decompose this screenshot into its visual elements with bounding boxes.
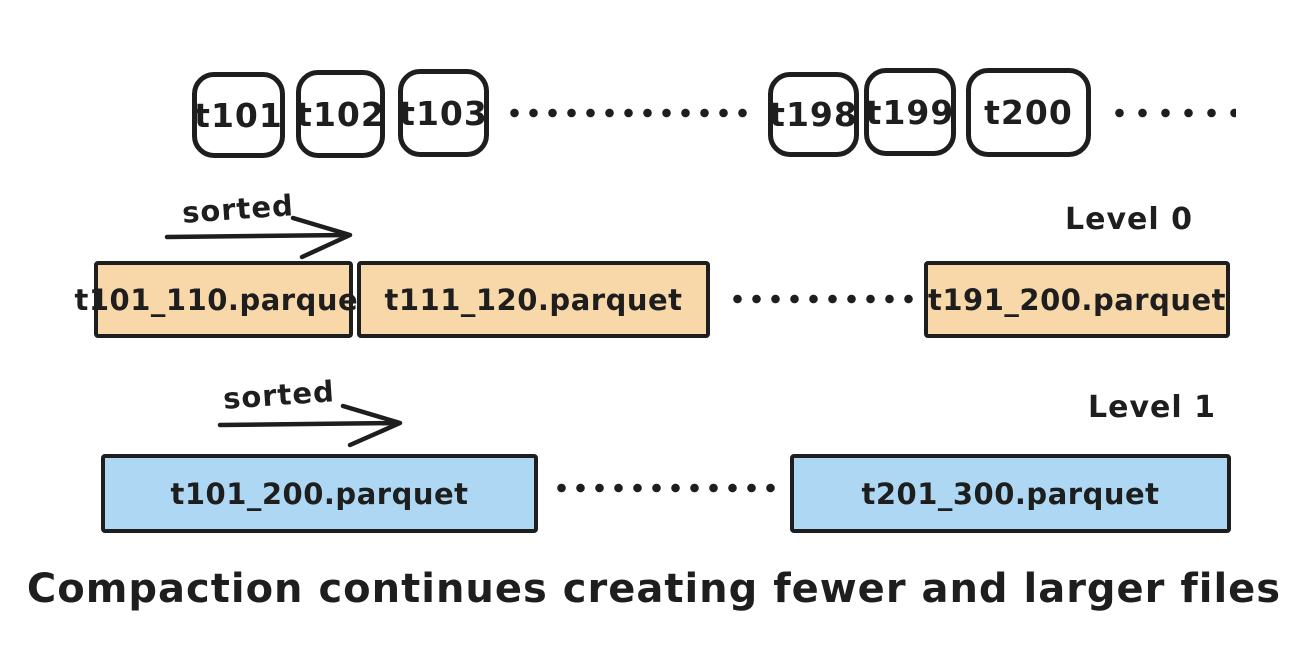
file-box-t201-300: t201_300.parquet: [790, 454, 1231, 533]
file-box-t101-110: t101_110.parquet: [75, 261, 372, 338]
level0-label: Level 0: [1065, 202, 1193, 237]
file-box-t191-200: t191_200.parquet: [924, 261, 1230, 338]
level0-ellipsis-dots: [728, 294, 913, 304]
level1-ellipsis-dots: [552, 483, 776, 493]
event-box-t199: t199: [864, 68, 956, 156]
event-box-t101: t101: [192, 72, 285, 158]
event-box-t103: t103: [398, 69, 489, 157]
sorted-arrow-level1-icon: [217, 403, 403, 448]
level1-label: Level 1: [1088, 390, 1216, 425]
sorted-arrow-level0-icon: [164, 215, 353, 260]
file-box-t111-120: t111_120.parquet: [357, 261, 710, 338]
event-box-t102: t102: [296, 70, 385, 158]
timeline-trailing-dots: [1108, 108, 1236, 118]
event-box-t200: t200: [966, 68, 1091, 157]
caption: Compaction continues creating fewer and …: [26, 566, 1282, 612]
file-box-t101-200: t101_200.parquet: [101, 454, 538, 533]
event-box-t198: t198: [768, 72, 859, 157]
timeline-ellipsis-dots: [505, 108, 757, 118]
